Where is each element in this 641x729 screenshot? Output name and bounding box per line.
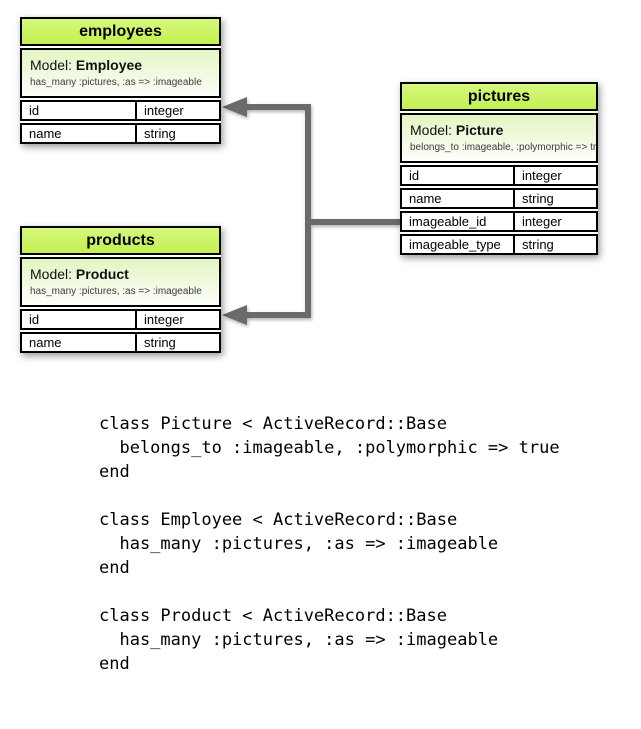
code-product-class: class Product < ActiveRecord::Base has_m… xyxy=(99,606,499,674)
table-title-pictures: pictures xyxy=(400,82,598,111)
column-field-name: name xyxy=(22,125,137,142)
column-field-name: imageable_type xyxy=(402,236,515,253)
model-name: Employee xyxy=(75,57,143,73)
table-row: name string xyxy=(400,188,598,209)
model-section-pictures: Model: Picture belongs_to :imageable, :p… xyxy=(400,113,598,163)
column-field-name: id xyxy=(22,102,137,119)
table-row: name string xyxy=(20,332,221,353)
model-line: Model: Employee xyxy=(30,56,211,74)
column-field-name: imageable_id xyxy=(402,213,515,230)
table-row: id integer xyxy=(20,309,221,330)
column-type: string xyxy=(144,335,176,350)
column-field-name: id xyxy=(22,311,137,328)
table-title-products: products xyxy=(20,226,221,255)
model-name: Picture xyxy=(455,122,504,138)
table-title-employees: employees xyxy=(20,17,221,46)
column-field-name: id xyxy=(402,167,515,184)
table-card-pictures: pictures Model: Picture belongs_to :imag… xyxy=(400,82,598,255)
code-listing: class Picture < ActiveRecord::Base belon… xyxy=(99,412,560,700)
table-row: id integer xyxy=(400,165,598,186)
column-type: string xyxy=(522,237,554,252)
table-row: imageable_id integer xyxy=(400,211,598,232)
table-card-employees: employees Model: Employee has_many :pict… xyxy=(20,17,221,144)
model-section-products: Model: Product has_many :pictures, :as =… xyxy=(20,257,221,307)
column-type: string xyxy=(144,126,176,141)
model-label: Model: xyxy=(410,122,453,138)
model-label: Model: xyxy=(30,57,73,73)
arrowhead-to-employees-icon xyxy=(222,97,247,117)
column-type: string xyxy=(522,191,554,206)
model-line: Model: Product xyxy=(30,265,211,283)
model-label: Model: xyxy=(30,266,73,282)
association-text: belongs_to :imageable, :polymorphic => t… xyxy=(410,142,598,153)
association-text: has_many :pictures, :as => :imageable xyxy=(30,286,202,297)
column-type: integer xyxy=(144,103,184,118)
table-row: imageable_type string xyxy=(400,234,598,255)
arrowhead-to-products-icon xyxy=(222,305,247,325)
association-text: has_many :pictures, :as => :imageable xyxy=(30,77,202,88)
connector-trunk-line xyxy=(245,104,311,318)
code-picture-class: class Picture < ActiveRecord::Base belon… xyxy=(99,414,560,482)
table-row: name string xyxy=(20,123,221,144)
model-line: Model: Picture xyxy=(410,121,588,139)
table-card-products: products Model: Product has_many :pictur… xyxy=(20,226,221,353)
column-type: integer xyxy=(522,168,562,183)
column-field-name: name xyxy=(402,190,515,207)
code-employee-class: class Employee < ActiveRecord::Base has_… xyxy=(99,510,499,578)
column-type: integer xyxy=(144,312,184,327)
column-type: integer xyxy=(522,214,562,229)
model-section-employees: Model: Employee has_many :pictures, :as … xyxy=(20,48,221,98)
table-row: id integer xyxy=(20,100,221,121)
column-field-name: name xyxy=(22,334,137,351)
model-name: Product xyxy=(75,266,129,282)
